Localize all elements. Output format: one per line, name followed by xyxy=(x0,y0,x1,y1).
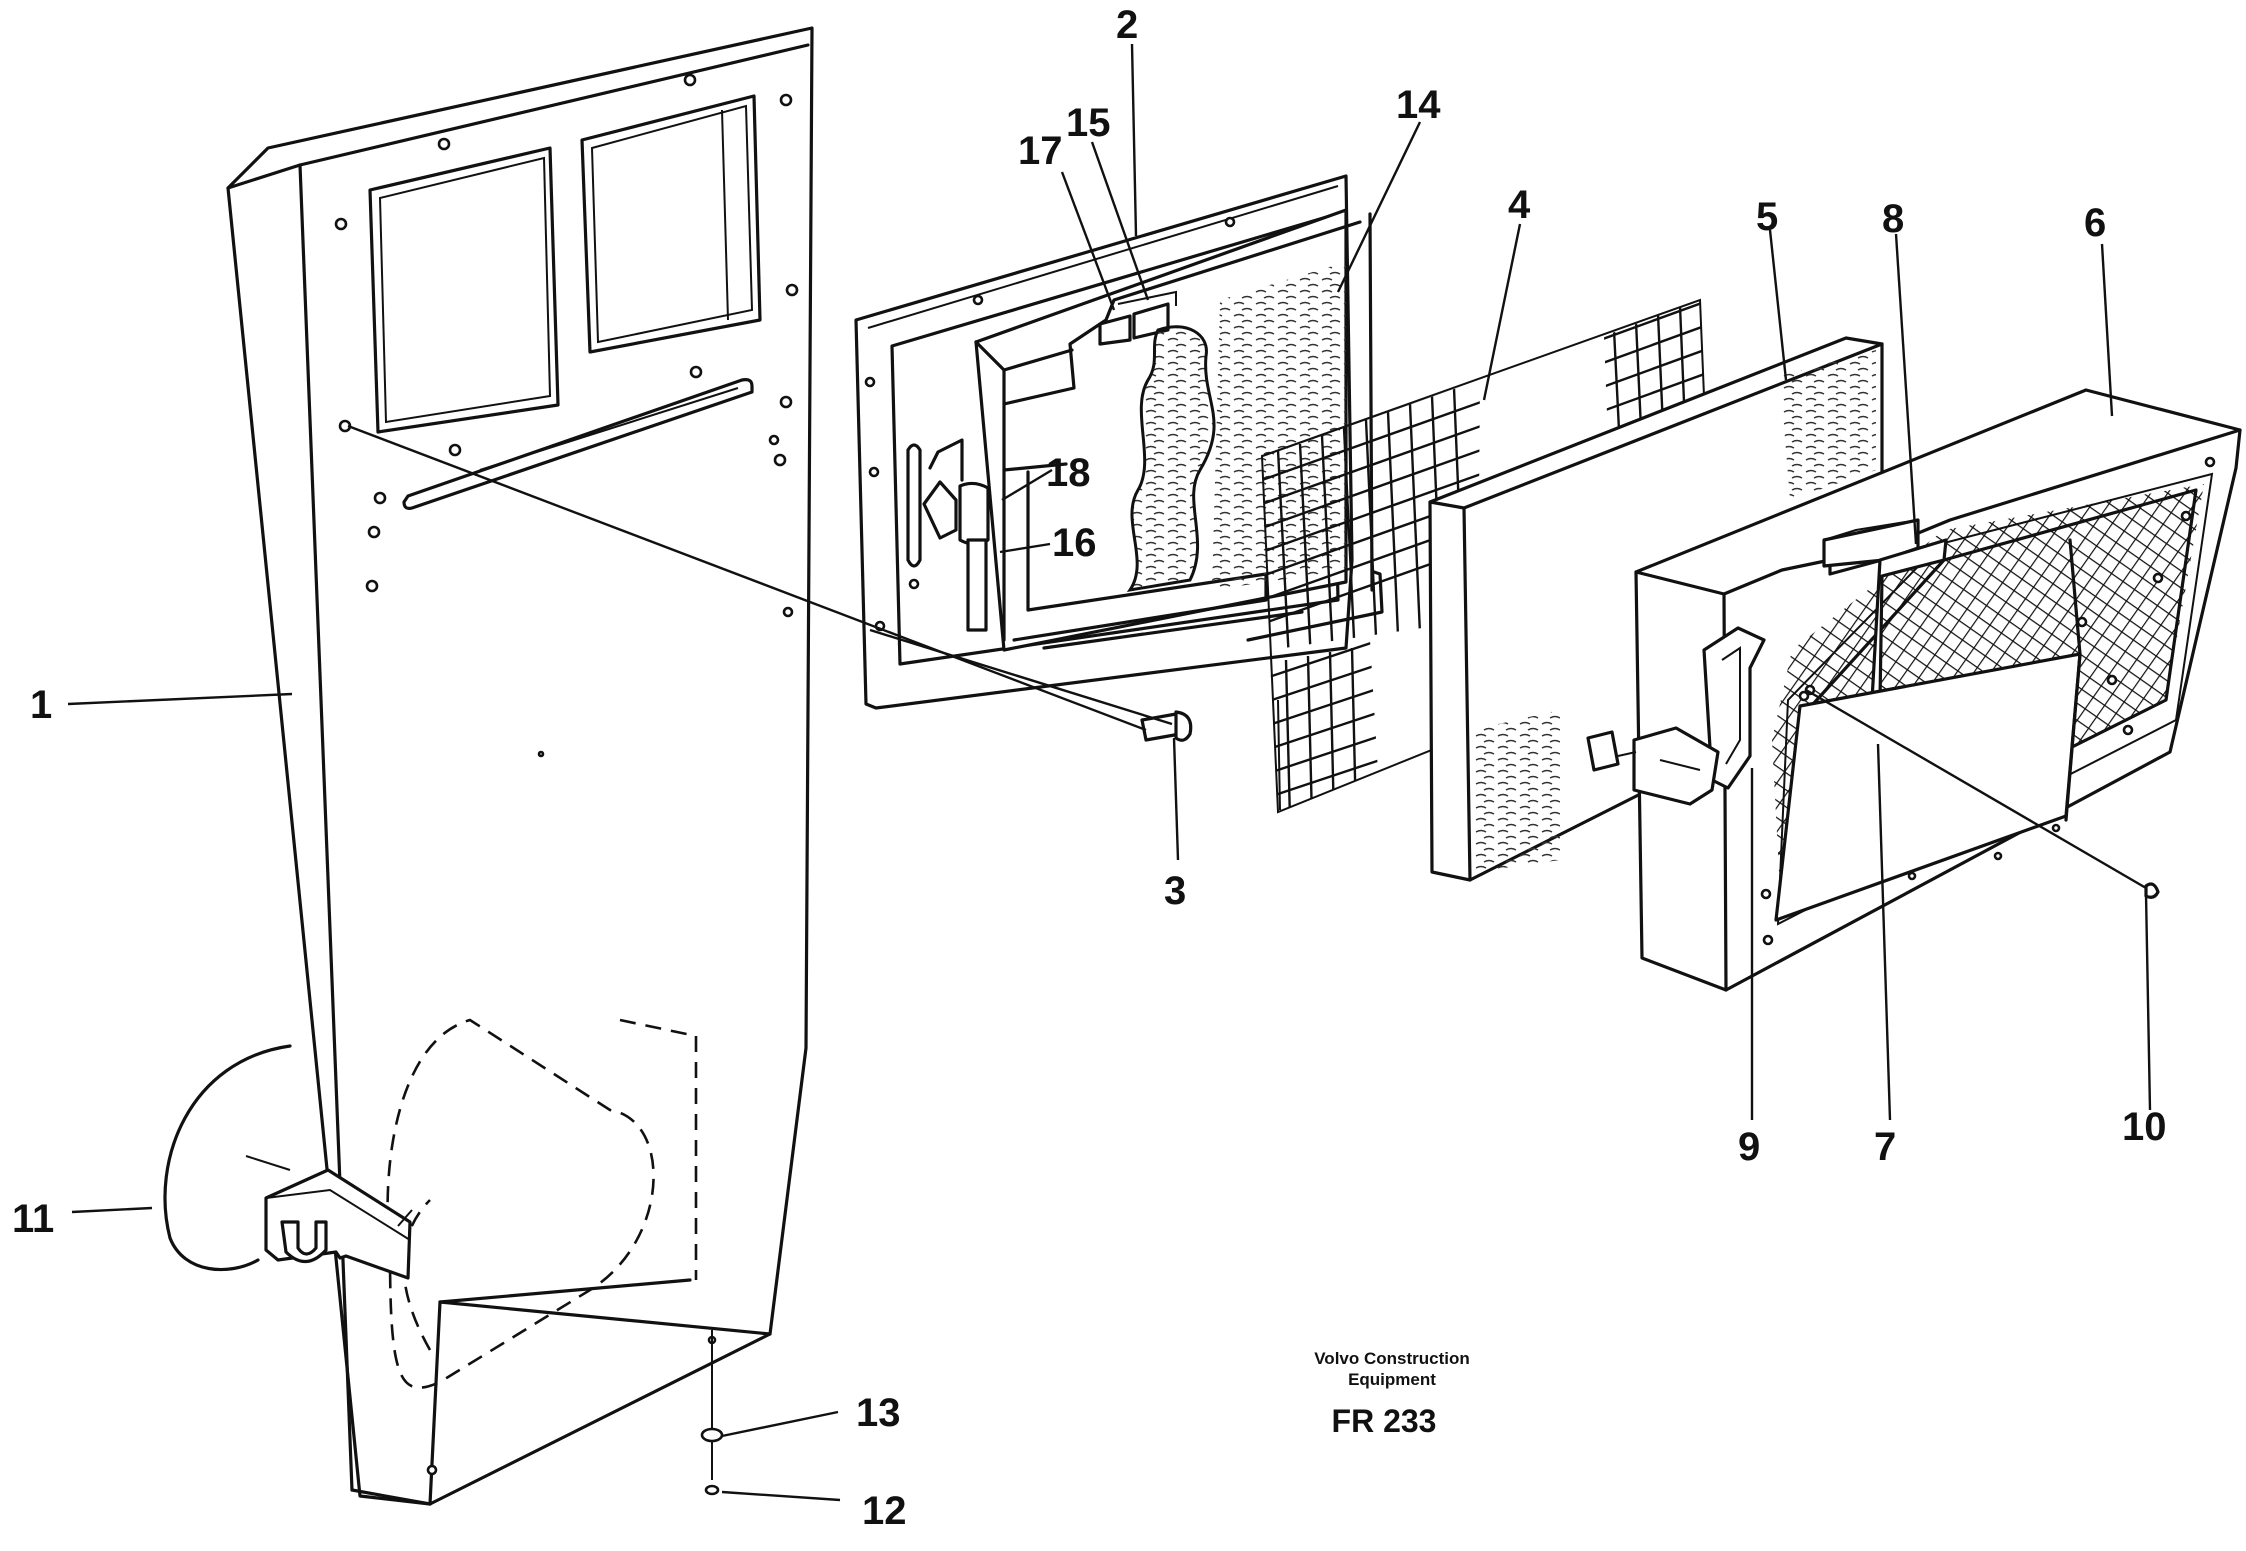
leader-line-bolt xyxy=(347,424,1147,732)
drawing-stamp: Volvo Construction Equipment FR 233 xyxy=(1314,1349,1470,1439)
callout-1: 1 xyxy=(30,683,52,727)
callout-8: 8 xyxy=(1882,197,1904,241)
callout-13: 13 xyxy=(856,1391,901,1435)
callout-14: 14 xyxy=(1396,83,1441,127)
callout-6: 6 xyxy=(2084,201,2106,245)
callout-18: 18 xyxy=(1046,451,1091,495)
mounting-bolt xyxy=(869,628,1193,742)
callout-9: 9 xyxy=(1738,1125,1760,1169)
callout-7: 7 xyxy=(1874,1125,1896,1169)
company-line-1: Volvo Construction xyxy=(1314,1349,1470,1368)
drawing-code: FR 233 xyxy=(1332,1403,1437,1439)
screw xyxy=(1805,688,2160,899)
callout-15: 15 xyxy=(1066,101,1111,145)
door-panel xyxy=(226,26,814,1506)
callout-5: 5 xyxy=(1756,195,1778,239)
callout-3: 3 xyxy=(1164,869,1186,913)
filter-housing-frame xyxy=(854,174,1384,710)
callout-11: 11 xyxy=(12,1197,54,1241)
callout-17: 17 xyxy=(1018,129,1063,173)
company-line-2: Equipment xyxy=(1348,1370,1436,1389)
callout-leaders xyxy=(67,43,2152,1502)
callout-12: 12 xyxy=(862,1489,907,1533)
callout-10: 10 xyxy=(2122,1105,2167,1149)
callout-16: 16 xyxy=(1052,521,1097,565)
door-stop-bracket xyxy=(245,1155,413,1280)
callout-2: 2 xyxy=(1116,3,1138,47)
callout-4: 4 xyxy=(1508,183,1531,227)
callout-numbers: 1 2 3 4 5 6 7 8 9 10 11 12 13 14 15 16 1… xyxy=(12,3,2167,1533)
washer-and-screw xyxy=(700,1330,724,1496)
retaining-wire xyxy=(163,1044,292,1272)
